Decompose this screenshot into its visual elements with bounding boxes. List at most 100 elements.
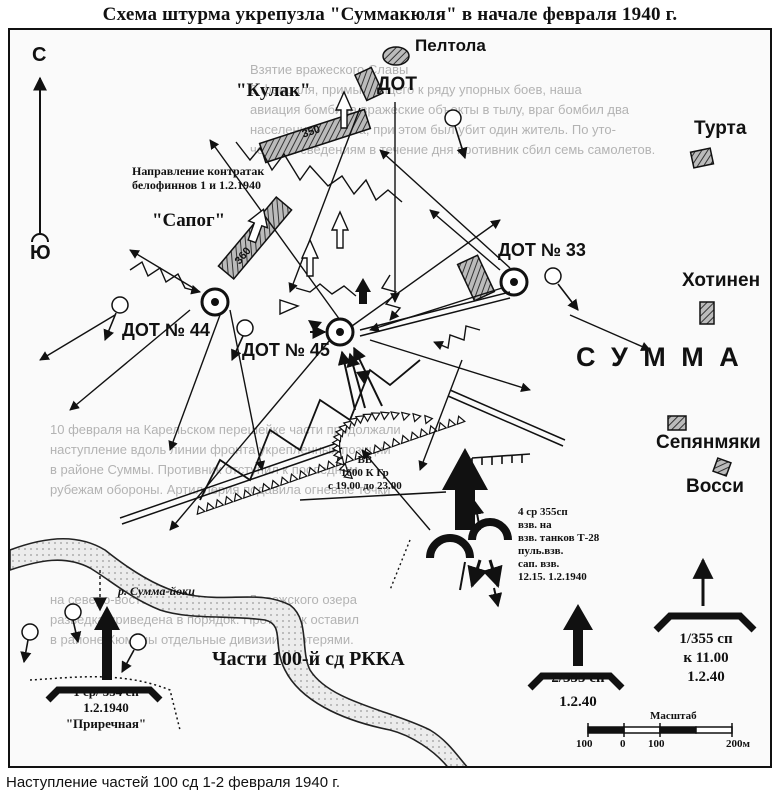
river-summa-joki — [10, 538, 468, 766]
trench-line-front — [199, 359, 421, 501]
battalion-note: 4 ср 355сп взв. на взв. танков Т-28 пуль… — [518, 506, 599, 584]
sapog-label: "Сапог" — [152, 210, 226, 231]
sepanmaki-label: Сепянмяки — [656, 432, 761, 453]
obstacle-triangle — [419, 427, 429, 438]
obstacle-triangle — [345, 453, 355, 464]
compass-base — [31, 233, 49, 243]
dot45-symbol — [325, 317, 355, 347]
unit-554-line: 1.2.1940 — [83, 700, 129, 715]
battalion-assault — [361, 448, 512, 608]
dot33-label: ДОТ № 33 — [498, 240, 586, 260]
obstacle-triangle — [447, 418, 457, 429]
firing-points — [21, 109, 562, 651]
open-arrows — [247, 90, 354, 316]
dot-bunker-top — [353, 66, 385, 102]
counterattack-line: белофиннов 1 и 1.2.1940 — [132, 178, 262, 192]
scale-title: Масштаб — [650, 710, 697, 722]
unit-2-355-label: 2/355 сп 1.2.40 — [538, 666, 618, 714]
obstacle-triangle — [233, 492, 244, 503]
counterattack-line: Направление контратак — [132, 164, 265, 178]
unit-2-355-line: 1.2.40 — [559, 694, 597, 710]
obstacle-triangle — [338, 423, 348, 434]
obstacle-triangle — [456, 415, 466, 426]
dot45-label: ДОТ № 45 — [242, 340, 330, 360]
river-label: р. Сумма-йоки — [118, 584, 195, 598]
main-units-label: Части 100-й сд РККА — [212, 648, 405, 670]
trench-line-top — [235, 141, 403, 203]
kulak-label: "Кулак" — [236, 80, 311, 101]
obstacle-triangle — [261, 482, 271, 493]
scale-tick: 200м — [726, 738, 750, 750]
dot44-symbol — [200, 287, 230, 317]
vossi-marker — [712, 457, 732, 477]
wire-obstacles — [119, 291, 566, 525]
unit-554-symbol — [29, 570, 181, 731]
map-title: Схема штурма укрепузла "Суммакюля" в нач… — [102, 4, 678, 25]
obstacle-triangle — [215, 498, 225, 509]
turta-marker — [689, 147, 715, 169]
obstacle-triangle — [205, 501, 216, 512]
movement-arrows — [39, 102, 651, 531]
obstacle-triangle — [391, 437, 401, 448]
unit-1-355-line: 1.2.40 — [687, 669, 725, 685]
obstacle-triangle — [331, 437, 341, 448]
scale-bar — [587, 723, 733, 737]
unit-554-line: 1 ср/ 554 сп — [73, 684, 139, 699]
battalion-line: сап. взв. — [518, 558, 560, 570]
battalion-line: взв. танков Т-28 — [518, 532, 600, 544]
compass-north: С — [32, 44, 47, 66]
obstacle-triangle — [270, 479, 281, 490]
obstacle-triangle — [428, 424, 439, 435]
firing-arrows — [20, 125, 579, 673]
vv-line: ВВ — [357, 454, 373, 466]
dot33-bar — [456, 254, 496, 302]
obstacle-triangle — [400, 411, 411, 422]
bg-line: 8 февраля, примыкающего к ряду упорных б… — [250, 82, 582, 97]
unit-554-label: 1 ср/ 554 сп 1.2.1940 "Приречная" — [46, 684, 166, 732]
unit-1-355-label: 1/355 сп к 11.00 1.2.40 — [660, 630, 752, 687]
battalion-line: 12.15. 1.2.1940 — [518, 571, 587, 583]
dot33-symbol — [499, 267, 529, 297]
map-frame: Взятие вражеского Славы 8 февраля, примы… — [8, 28, 772, 768]
obstacle-triangle — [400, 434, 411, 445]
obstacle-triangle — [332, 432, 342, 443]
turta-label: Турта — [694, 118, 747, 139]
dot-label: ДОТ — [377, 74, 417, 95]
trench-line-zig — [295, 283, 357, 297]
obstacle-triangle — [370, 412, 381, 422]
obstacle-triangle — [362, 413, 373, 423]
battalion-line: пуль.взв. — [518, 545, 564, 557]
peltola-marker — [382, 46, 410, 66]
obstacle-triangle — [412, 412, 422, 423]
unit-1-355-line: к 11.00 — [683, 650, 729, 666]
obstacle-triangle — [298, 469, 309, 480]
obstacle-triangle — [390, 411, 401, 421]
unit-2-355-symbol — [527, 604, 625, 691]
unit-1-355-line: 1/355 сп — [679, 631, 733, 647]
obstacle-triangle — [289, 472, 299, 483]
map-caption: Наступление частей 100 сд 1-2 февраля 19… — [6, 774, 341, 791]
obstacle-triangle — [280, 476, 290, 487]
scale-tick: 100 — [576, 738, 593, 750]
obstacle-triangle — [338, 462, 349, 473]
counterattack-arrows — [129, 260, 481, 350]
antitank-obstacles — [196, 411, 466, 516]
obstacle-triangle — [348, 417, 359, 427]
unit-1-355-symbol — [653, 557, 757, 633]
obstacle-triangle — [380, 411, 391, 421]
vv-line: 1600 К Гр — [340, 467, 389, 479]
obstacle-triangle — [224, 495, 234, 506]
battalion-line: 4 ср 355сп — [518, 506, 568, 518]
obstacle-triangle — [354, 450, 364, 461]
obstacle-triangle — [242, 489, 253, 500]
obstacle-triangle — [326, 460, 336, 471]
obstacle-triangle — [354, 415, 365, 425]
assault-lines — [310, 325, 383, 411]
obstacle-triangle — [342, 420, 353, 430]
obstacle-triangle — [382, 440, 392, 451]
hotinen-marker — [699, 301, 715, 325]
unit-554-line: "Приречная" — [65, 716, 147, 731]
dot44-label: ДОТ № 44 — [122, 320, 210, 340]
vossi-label: Восси — [686, 476, 744, 497]
bg-line: в районе Суммы. Противник отступил к пос… — [50, 462, 358, 477]
